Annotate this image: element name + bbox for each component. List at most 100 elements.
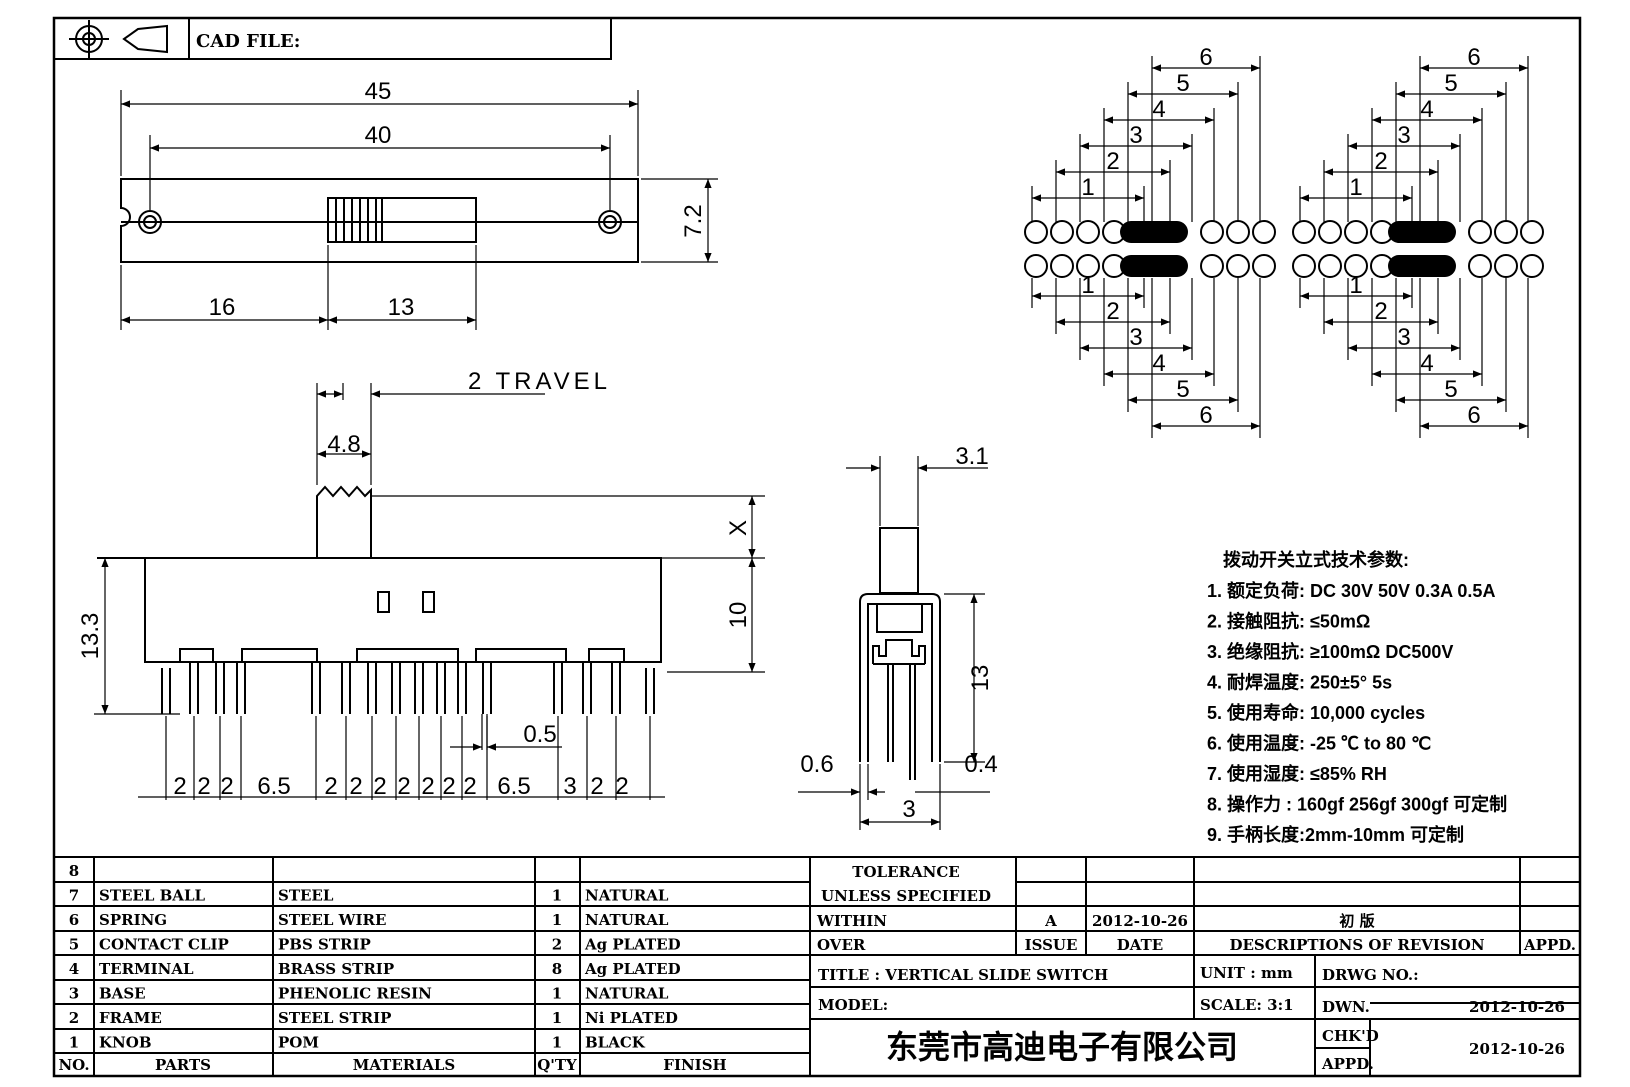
bom-qty: 1 [552,911,562,929]
terminal-pin [341,662,351,714]
bom-qty: 1 [552,1034,562,1052]
title-block [809,856,1581,1077]
pitch-label: 2 [397,773,410,800]
contact-hole [1252,254,1276,278]
contact-hole [1200,220,1224,244]
bom-table [53,856,811,1077]
pitch-label: 6.5 [497,773,530,800]
date-header: DATE [1117,936,1163,954]
top-view [120,90,718,330]
bom-finish: BLACK [585,1034,646,1052]
dim-window-length: 13 [388,294,415,321]
dim-knob-thickness: 3.1 [955,443,988,470]
position-label: 2 [1106,298,1119,325]
bom-no: 4 [69,960,79,978]
spec-item: 4. 耐焊温度: 250±5° 5s [1207,672,1392,693]
contact-hole [1344,254,1368,278]
position-label: 4 [1420,350,1433,377]
bom-no: 2 [69,1009,79,1027]
bom-no: 8 [69,862,79,880]
bom-qty: 1 [552,1009,562,1027]
contact-hole [1076,254,1100,278]
dim-left-offset: 16 [209,294,236,321]
contact-hole [1226,254,1250,278]
dim-height: 7.2 [680,204,707,237]
header: CAD FILE: [53,17,612,60]
contact-hole [1076,220,1100,244]
bom-no: 6 [69,911,79,929]
bom-part: SPRING [99,911,167,929]
tolerance-label: TOLERANCE [852,863,959,881]
bom-qty: 2 [552,936,562,954]
dim-body-height: 10 [725,602,752,629]
pitch-label: 2 [324,773,337,800]
pitch-label: 2 [197,773,210,800]
checked-date: 2012-10-26 [1469,1040,1565,1058]
unit-label: UNIT : mm [1200,964,1293,982]
position-label: 4 [1420,96,1433,123]
contact-hole [1024,254,1048,278]
bom-finish: Ag PLATED [584,960,681,978]
bom-header-parts: PARTS [155,1056,211,1074]
revision-description: 初 版 [1339,912,1374,930]
bom-header-no: NO. [58,1056,89,1074]
bom-no: 1 [69,1034,79,1052]
contact-hole [1226,220,1250,244]
terminal-pin [311,662,321,714]
contact-hole [1318,220,1342,244]
position-label: 1 [1349,174,1362,201]
spec-item: 7. 使用湿度: ≤85% RH [1207,763,1387,784]
spec-item: 5. 使用寿命: 10,000 cycles [1207,702,1425,723]
bom-header-qty: Q'TY [537,1056,577,1074]
spec-item: 1. 额定负荷: DC 30V 50V 0.3A 0.5A [1207,580,1495,601]
contact-hole [1050,254,1074,278]
company-name: 东莞市高迪电子有限公司 [886,1028,1238,1066]
bom-no: 5 [69,936,79,954]
terminal-pin [645,668,655,714]
contact-hole [1318,254,1342,278]
dim-overall-length: 45 [365,78,392,105]
bom-finish: Ag PLATED [584,936,681,954]
position-label: 5 [1176,376,1189,403]
drawn-date: 2012-10-26 [1469,998,1565,1016]
terminal-pin [161,668,171,714]
contact-hole [1494,220,1518,244]
position-label: 6 [1467,402,1480,429]
contact-hole [1024,220,1048,244]
pitch-label: 2 [373,773,386,800]
position-label: 2 [1106,148,1119,175]
contact-hole [1292,254,1316,278]
terminal-pin [611,662,621,714]
unless-specified-label: UNLESS SPECIFIED [821,887,991,905]
position-label: 5 [1444,376,1457,403]
terminal-pin [236,662,246,714]
contact-bar [1388,255,1456,277]
contact-hole [1520,254,1544,278]
contact-hole [1344,220,1368,244]
spec-item: 6. 使用温度: -25 ℃ to 80 ℃ [1207,733,1431,754]
drawing-title: TITLE : VERTICAL SLIDE SWITCH [818,966,1108,984]
dim-frame-height: 13 [967,665,994,692]
contact-hole [1468,254,1492,278]
pitch-label: 2 [442,773,455,800]
position-label: 6 [1467,44,1480,71]
position-label: 3 [1129,324,1142,351]
position-label: 2 [1374,148,1387,175]
revision-date: 2012-10-26 [1092,912,1188,930]
pitch-label: 3 [563,773,576,800]
cad-file-label: CAD FILE: [196,31,300,52]
terminal-pin [553,662,563,714]
pitch-label: 2 [615,773,628,800]
position-label: 1 [1081,174,1094,201]
bom-header-finish: FINISH [663,1056,726,1074]
issue-header: ISSUE [1025,936,1078,954]
bom-part: BASE [99,985,146,1003]
position-label: 3 [1129,122,1142,149]
position-label: 2 [1374,298,1387,325]
bom-part: CONTACT CLIP [99,936,229,954]
dim-left-leg: 0.6 [800,751,833,778]
